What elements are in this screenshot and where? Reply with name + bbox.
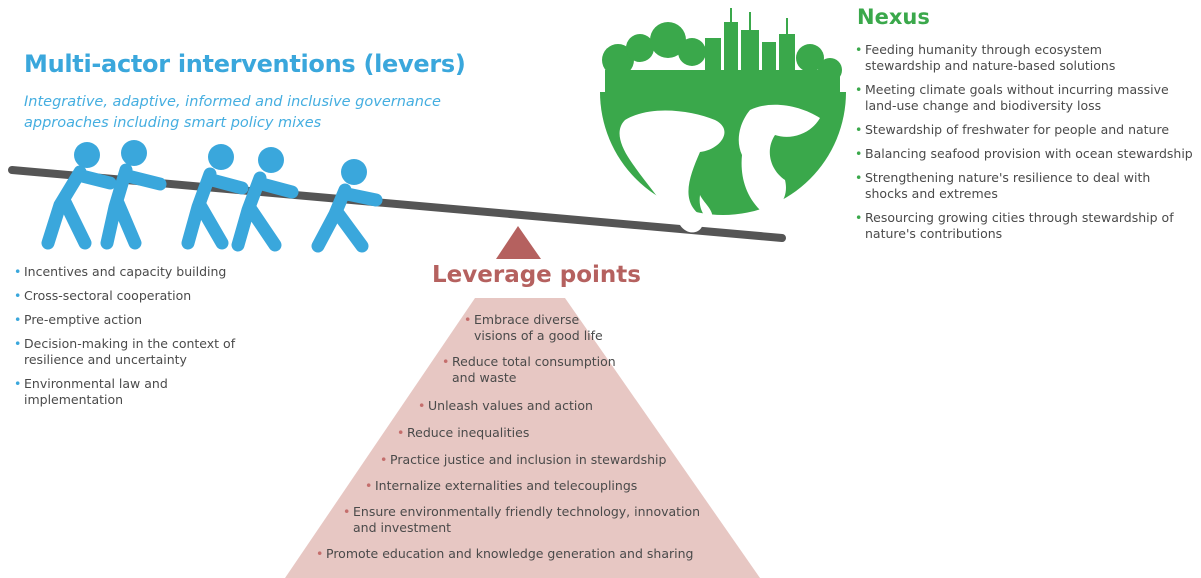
people-pulling-icon: [41, 140, 383, 253]
list-item: Resourcing growing cities through stewar…: [855, 210, 1190, 242]
list-item: Meeting climate goals without incurring …: [855, 82, 1185, 114]
levers-subtitle: Integrative, adaptive, informed and incl…: [24, 94, 441, 131]
nexus-list: Feeding humanity through ecosystem stewa…: [855, 42, 1197, 250]
globe-icon: [600, 8, 846, 233]
list-item: Environmental law and implementation: [14, 376, 184, 408]
levers-title: Multi-actor interventions (levers): [24, 50, 466, 78]
list-item: Incentives and capacity building: [14, 264, 264, 280]
list-item: Internalize externalities and telecoupli…: [365, 478, 637, 494]
list-item: Pre-emptive action: [14, 312, 264, 328]
list-item: Cross-sectoral cooperation: [14, 288, 264, 304]
list-item: Unleash values and action: [418, 398, 593, 414]
list-item: Feeding humanity through ecosystem stewa…: [855, 42, 1175, 74]
list-item: Decision-making in the context of resili…: [14, 336, 249, 368]
list-item: Ensure environmentally friendly technolo…: [343, 504, 718, 536]
list-item: Practice justice and inclusion in stewar…: [380, 452, 666, 468]
list-item: Reduce total consumption and waste: [442, 354, 617, 386]
list-item: Embrace diverse visions of a good life: [464, 312, 624, 344]
list-item: Promote education and knowledge generati…: [316, 546, 693, 562]
nexus-title: Nexus: [857, 5, 930, 29]
list-item: Stewardship of freshwater for people and…: [855, 122, 1197, 138]
list-item: Strengthening nature's resilience to dea…: [855, 170, 1195, 202]
leverage-points-title: Leverage points: [432, 262, 641, 288]
list-item: Reduce inequalities: [397, 425, 529, 441]
list-item: Balancing seafood provision with ocean s…: [855, 146, 1197, 162]
levers-list: Incentives and capacity building Cross-s…: [14, 264, 264, 416]
fulcrum-triangle: [496, 226, 541, 259]
